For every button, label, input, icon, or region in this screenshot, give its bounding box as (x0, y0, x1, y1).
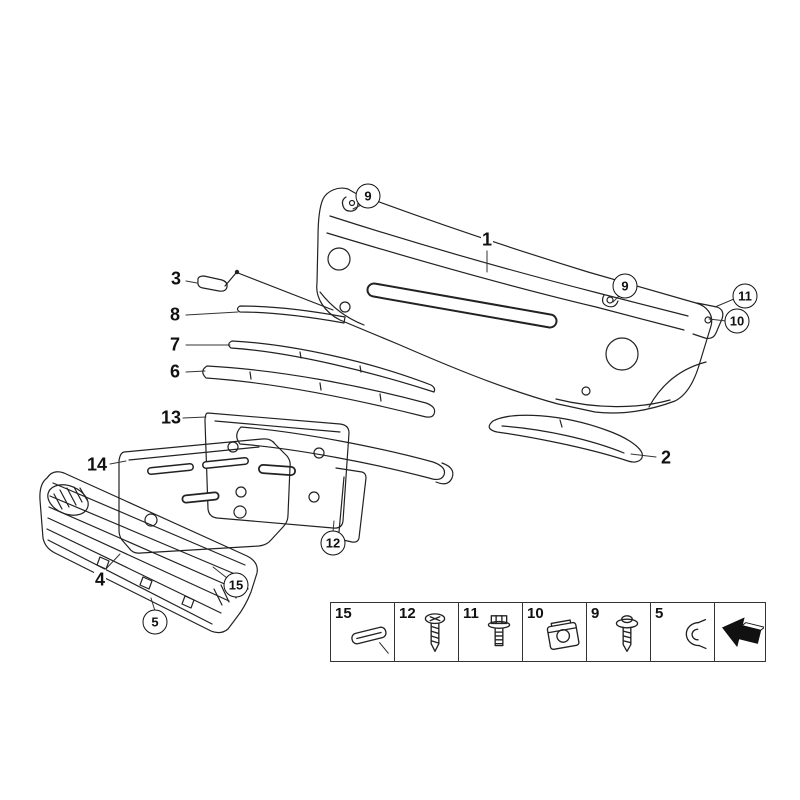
callout-11[interactable]: 11 (732, 283, 758, 309)
legend-number-10: 10 (527, 605, 544, 622)
legend-item-9: 9 (587, 603, 651, 661)
fastener-legend: 15 12 (330, 602, 766, 662)
washer-screw-icon (615, 615, 639, 652)
legend-number-15: 15 (335, 605, 352, 622)
part-trim-strip-right (488, 414, 643, 463)
pan-head-screw-icon (424, 613, 446, 652)
legend-number-12: 12 (399, 605, 416, 622)
callout-12[interactable]: 12 (320, 530, 346, 556)
direction-arrow-icon (722, 617, 764, 648)
legend-number-11: 11 (463, 605, 479, 622)
callout-6[interactable]: 6 (168, 361, 182, 383)
part-bumper-lower-strip (236, 426, 454, 485)
callout-14[interactable]: 14 (85, 454, 109, 476)
part-lower-center-grille (39, 471, 258, 634)
legend-item-15: 15 (331, 603, 395, 661)
callout-4[interactable]: 4 (93, 569, 107, 591)
part-trim-strip-middle (228, 340, 436, 393)
legend-number-5: 5 (655, 605, 664, 622)
callout-9a[interactable]: 9 (355, 183, 381, 209)
leader-lines (103, 204, 735, 612)
clip-nut-icon (546, 619, 580, 651)
callout-1[interactable]: 1 (480, 229, 494, 251)
callout-3[interactable]: 3 (169, 268, 183, 290)
hex-flange-bolt-icon (487, 615, 511, 647)
legend-item-5: 5 (651, 603, 715, 661)
legend-item-12: 12 (395, 603, 459, 661)
callout-15[interactable]: 15 (223, 572, 249, 598)
legend-item-11: 11 (459, 603, 523, 661)
legend-item-10: 10 (523, 603, 587, 661)
callout-9b[interactable]: 9 (612, 273, 638, 299)
part-front-bumper (316, 187, 713, 414)
part-license-plate-filler (118, 438, 291, 554)
callout-7[interactable]: 7 (168, 334, 182, 356)
callout-5[interactable]: 5 (142, 609, 168, 635)
legend-number-9: 9 (591, 605, 600, 622)
spring-clip-icon (685, 618, 707, 650)
legend-item-arrow (715, 603, 765, 661)
callout-8[interactable]: 8 (168, 304, 182, 326)
callout-2[interactable]: 2 (659, 447, 673, 469)
part-trim-strip-upper (236, 305, 346, 324)
part-side-bracket (692, 302, 724, 340)
part-towing-eye-cover (197, 269, 334, 311)
retaining-clip-icon (351, 626, 389, 654)
part-bracket-support (329, 467, 367, 543)
part-trim-strip-lower (202, 365, 436, 418)
callout-10[interactable]: 10 (724, 308, 750, 334)
callout-13[interactable]: 13 (159, 407, 183, 429)
